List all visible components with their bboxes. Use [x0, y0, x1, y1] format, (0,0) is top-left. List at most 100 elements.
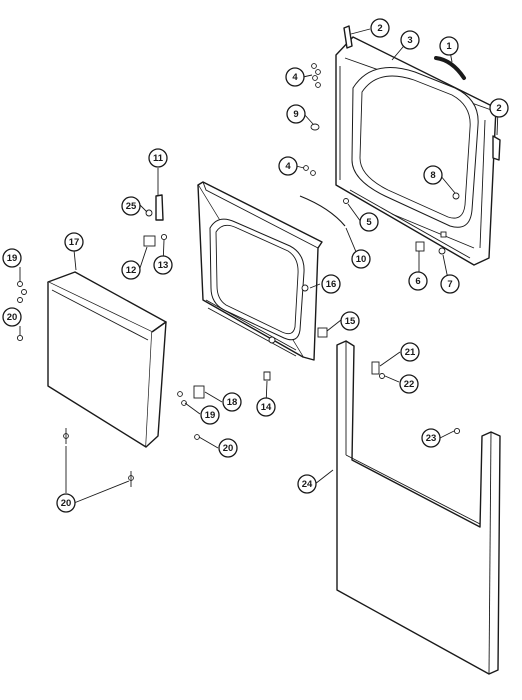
callout-20c: 20: [218, 438, 238, 458]
callout-number: 22: [404, 379, 415, 390]
callout-2a: 2: [370, 18, 390, 38]
callout-number: 12: [126, 265, 137, 276]
callout-circle: [370, 18, 390, 38]
front-panel: [336, 340, 501, 675]
callout-circle: [423, 165, 443, 185]
callout-9: 9: [286, 104, 306, 124]
drum-seal: [299, 195, 346, 227]
callout-6: 6: [408, 271, 428, 291]
small-bracket: [415, 241, 425, 252]
callout-number: 14: [261, 402, 272, 413]
callout-circle: [297, 474, 317, 494]
callout-8: 8: [423, 165, 443, 185]
callout-13: 13: [153, 255, 173, 275]
callout-circle: [399, 374, 419, 394]
callout-number: 17: [69, 237, 80, 248]
callout-number: 19: [7, 253, 18, 264]
drum-seal-strip: [434, 56, 466, 80]
clip-part-14: [263, 371, 271, 381]
callout-circle: [439, 36, 459, 56]
callout-circle: [351, 249, 371, 269]
callout-circle: [256, 397, 276, 417]
callout-circle: [340, 311, 360, 331]
screw-part-20c: [194, 434, 200, 440]
callout-number: 10: [356, 254, 367, 265]
callout-24: 24: [297, 474, 317, 494]
hinge-bracket: [143, 235, 156, 247]
callout-11: 11: [148, 148, 168, 168]
callout-number: 4: [285, 161, 291, 172]
callout-number: 20: [223, 443, 234, 454]
callout-number: 21: [405, 347, 416, 358]
screw-group-upper: [311, 63, 321, 88]
callout-1: 1: [439, 36, 459, 56]
callout-number: 25: [126, 201, 137, 212]
callout-circle: [400, 30, 420, 50]
callout-5: 5: [359, 212, 379, 232]
callout-2b: 2: [489, 98, 509, 118]
callout-circle: [286, 104, 306, 124]
callout-21: 21: [400, 342, 420, 362]
screw-part-25: [145, 209, 153, 217]
callout-number: 23: [426, 433, 437, 444]
callout-number: 4: [292, 72, 298, 83]
callout-circle: [121, 260, 141, 280]
rear-bulkhead-panel: [335, 36, 498, 266]
callout-15: 15: [340, 311, 360, 331]
callout-18: 18: [222, 392, 242, 412]
callout-number: 1: [446, 41, 452, 52]
callout-circle: [121, 196, 141, 216]
small-clip: [438, 247, 446, 255]
callout-circle: [56, 493, 76, 513]
callout-number: 8: [430, 170, 435, 181]
callout-circle: [421, 428, 441, 448]
upper-clip: [343, 25, 353, 49]
callout-19a: 19: [2, 248, 22, 268]
callout-number: 16: [326, 279, 337, 290]
right-clip: [492, 135, 501, 161]
callout-number: 19: [205, 410, 216, 421]
callout-25: 25: [121, 196, 141, 216]
callout-circle: [285, 67, 305, 87]
grommet: [310, 123, 320, 131]
front-bulkhead: [197, 181, 323, 361]
callout-circle: [440, 274, 460, 294]
hinge-part-18: [193, 385, 205, 399]
leader-lines: [19, 28, 499, 504]
callout-circle: [222, 392, 242, 412]
callout-4b: 4: [278, 156, 298, 176]
screw-pair: [303, 165, 316, 176]
callout-circle: [408, 271, 428, 291]
callout-20a: 20: [2, 307, 22, 327]
callout-circle: [153, 255, 173, 275]
bracket-part-21: [371, 361, 380, 375]
callout-circle: [200, 405, 220, 425]
callout-circle: [64, 232, 84, 252]
callout-number: 3: [407, 35, 412, 46]
callout-circle: [2, 248, 22, 268]
screw-part-20-left: [16, 334, 24, 342]
callout-circle: [2, 307, 22, 327]
callout-number: 24: [302, 479, 313, 490]
callout-23: 23: [421, 428, 441, 448]
callout-14: 14: [256, 397, 276, 417]
door-screws: [63, 428, 134, 487]
callout-3: 3: [400, 30, 420, 50]
screw-part-23: [453, 427, 461, 435]
callout-number: 13: [158, 260, 169, 271]
callout-number: 5: [366, 217, 372, 228]
mounting-bracket: [155, 194, 164, 221]
callout-4a: 4: [285, 67, 305, 87]
callout-number: 15: [345, 316, 356, 327]
callout-circle: [218, 438, 238, 458]
callout-circle: [321, 274, 341, 294]
callout-number: 9: [293, 109, 298, 120]
screw-part-5: [343, 198, 349, 204]
callout-16: 16: [321, 274, 341, 294]
callout-circle: [278, 156, 298, 176]
callout-number: 2: [496, 103, 501, 114]
callout-7: 7: [440, 274, 460, 294]
callout-number: 7: [447, 279, 452, 290]
